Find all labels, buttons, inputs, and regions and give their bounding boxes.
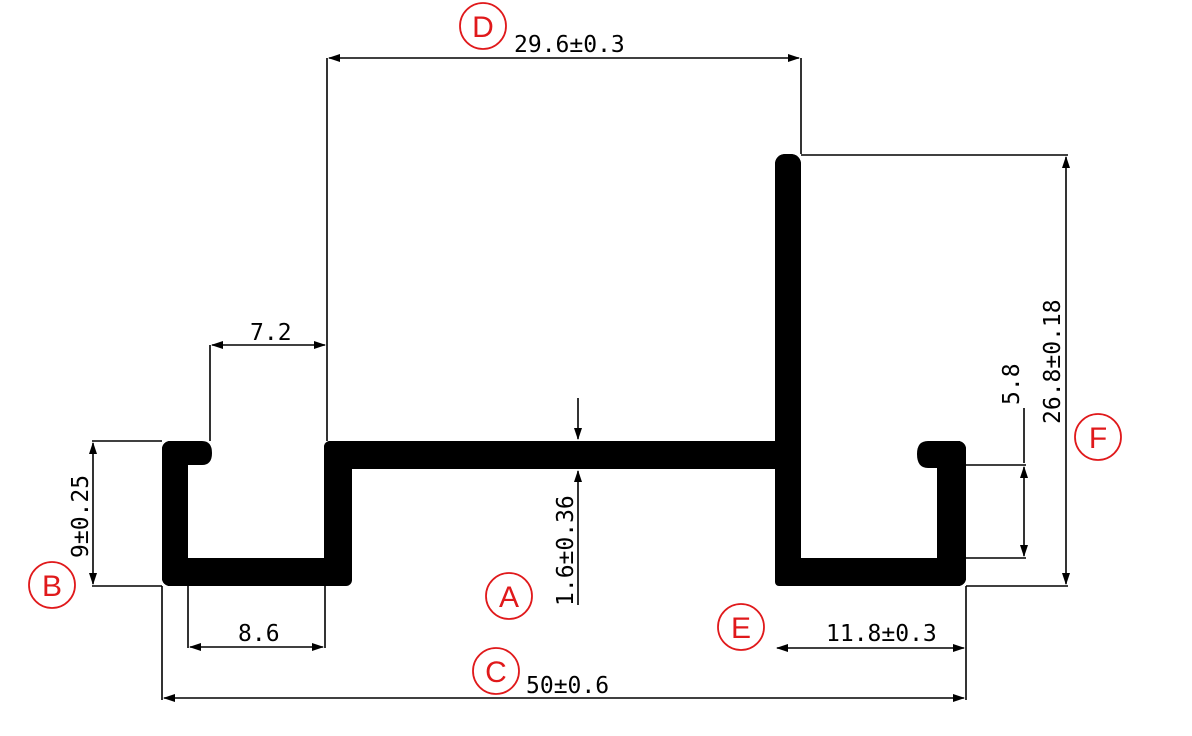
callout-c: C [472,647,520,695]
callout-a: A [485,572,533,620]
dim-thickness-label: 1.6±0.36 [553,495,579,606]
callout-f-letter: F [1089,422,1107,455]
extrusion-profile [162,154,966,599]
callout-b: B [28,561,76,609]
dim-d-label: 29.6±0.3 [514,32,625,58]
dimension-labels: 29.6±0.3 7.2 1.6±0.36 9±0.25 8.6 50±0.6 … [68,32,1066,699]
dim-11-8-label: 11.8±0.3 [826,621,937,647]
callout-d: D [459,2,507,50]
callout-c-letter: C [485,656,507,689]
dim-right-height-label: 26.8±0.18 [1040,299,1066,424]
callout-b-letter: B [42,570,62,603]
callout-d-letter: D [472,11,494,44]
dim-7-2-label: 7.2 [250,320,292,346]
callout-f: F [1074,413,1122,461]
dim-overall-label: 50±0.6 [526,673,609,699]
dim-8-6-label: 8.6 [238,621,280,647]
callout-e: E [717,603,765,651]
callout-e-letter: E [731,612,751,645]
dimension-lines [89,54,1070,702]
callout-a-letter: A [499,581,519,614]
dim-5-8-label: 5.8 [999,363,1025,405]
dim-left-height-label: 9±0.25 [68,475,94,558]
